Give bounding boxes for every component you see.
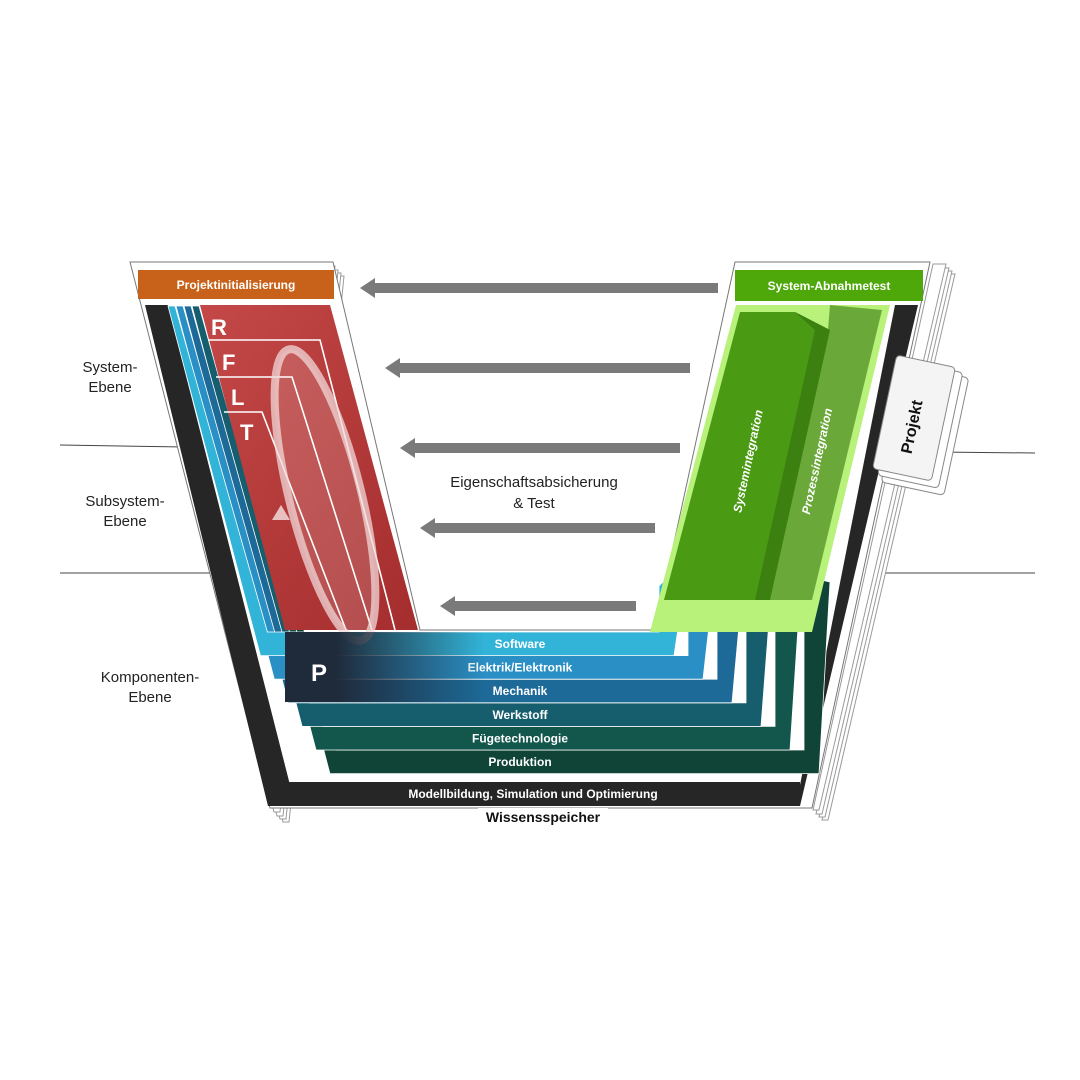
rflt-block bbox=[200, 305, 418, 630]
rflt-letter-f: F bbox=[222, 350, 235, 375]
knowledge-bg bbox=[478, 808, 608, 826]
level-subsystem: Subsystem- Ebene bbox=[75, 492, 175, 532]
prozessintegration-block bbox=[760, 305, 882, 600]
p-block bbox=[285, 632, 485, 702]
discipline-label: Software bbox=[495, 637, 546, 651]
systemintegration-block bbox=[664, 312, 830, 600]
discipline-label: Werkstoff bbox=[492, 708, 548, 722]
arrow-left-icon bbox=[400, 438, 680, 458]
discipline-label: Fügetechnologie bbox=[472, 731, 568, 745]
level-subsystem-line2: Ebene bbox=[103, 513, 147, 530]
arrow-left-icon bbox=[360, 278, 718, 298]
arrow-left-icon bbox=[385, 358, 690, 378]
level-system-line2: Ebene bbox=[88, 379, 132, 396]
arrow-left-icon bbox=[440, 596, 636, 616]
modelling-label: Modellbildung, Simulation und Optimierun… bbox=[408, 787, 657, 801]
p-letter: P bbox=[311, 660, 327, 687]
knowledge-label: Wissensspeicher bbox=[486, 809, 601, 825]
discipline-label: Mechanik bbox=[493, 684, 548, 698]
modelling-bar bbox=[268, 782, 800, 806]
level-component-line2: Ebene bbox=[128, 689, 172, 706]
rflt-letter-l: L bbox=[231, 385, 244, 410]
systemintegration-edge bbox=[755, 312, 830, 600]
center-label-line1: Eigenschaftsabsicherung bbox=[450, 474, 618, 491]
rflt-letter-t: T bbox=[240, 420, 254, 445]
projektinitialisierung-box bbox=[138, 270, 334, 299]
level-system-line1: System- bbox=[82, 359, 138, 376]
projekt-tab: Projekt bbox=[872, 355, 969, 496]
discipline-label: Elektrik/Elektronik bbox=[468, 661, 573, 675]
level-component: Komponenten- Ebene bbox=[90, 668, 210, 708]
discipline-label: Produktion bbox=[488, 755, 551, 769]
rflt-letters: R F L T bbox=[211, 315, 254, 445]
system-abnahmetest-label: System-Abnahmetest bbox=[768, 279, 891, 293]
feedback-arrows bbox=[360, 278, 718, 616]
system-abnahmetest-box bbox=[735, 270, 923, 301]
level-system: System- Ebene bbox=[70, 358, 150, 398]
center-label-line2: & Test bbox=[513, 495, 555, 512]
arrow-left-icon bbox=[420, 518, 655, 538]
level-component-line1: Komponenten- bbox=[100, 669, 200, 686]
projektinitialisierung-label: Projektinitialisierung bbox=[177, 278, 296, 292]
rflt-letter-r: R bbox=[211, 315, 227, 340]
level-subsystem-line1: Subsystem- bbox=[85, 493, 165, 510]
